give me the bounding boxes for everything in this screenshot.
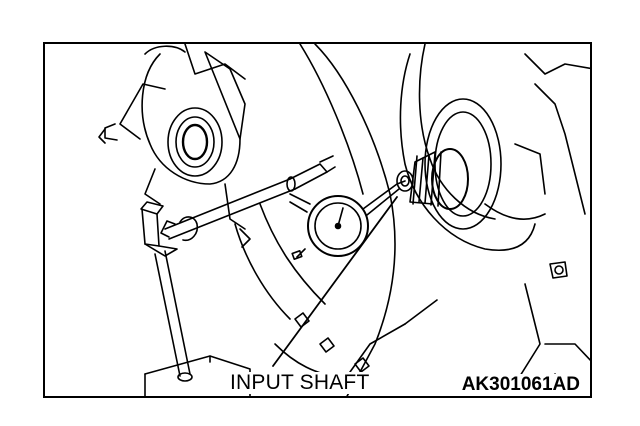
figure-frame: INPUT SHAFT AK301061AD (43, 42, 592, 398)
magnetic-stand (140, 201, 251, 396)
dial-gauge (289, 180, 406, 260)
callout-leader-line (272, 196, 398, 367)
left-case-casting (98, 51, 251, 248)
input-shaft-endplay-illustration (98, 44, 590, 396)
figure-id-label: AK301061AD (459, 374, 582, 396)
input-shaft (396, 148, 469, 210)
input-shaft-callout-label: INPUT SHAFT (228, 371, 372, 394)
transmission-housing (144, 44, 438, 396)
right-bearing-housing (399, 44, 590, 396)
gauge-holder-bar (160, 155, 336, 242)
